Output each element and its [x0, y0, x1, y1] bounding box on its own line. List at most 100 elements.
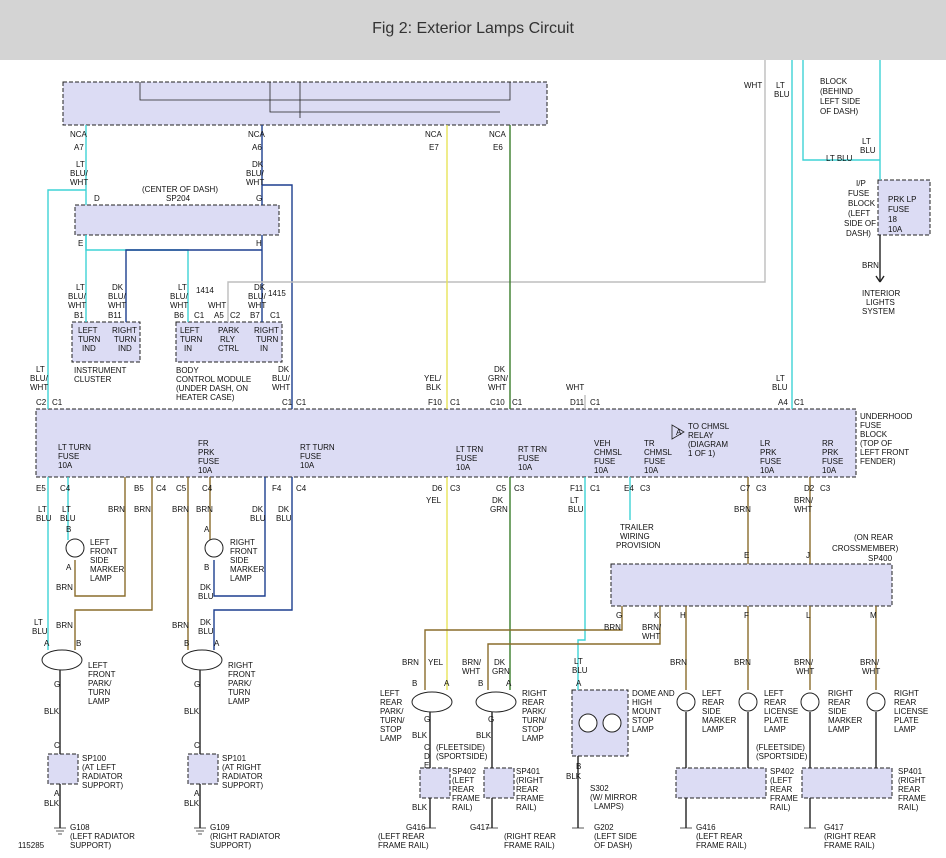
svg-text:B: B	[66, 525, 71, 534]
wire-lt-blu-wht-2	[47, 189, 86, 409]
svg-text:NCA: NCA	[425, 130, 443, 139]
wire-lt-blu-left-front	[47, 477, 69, 650]
svg-text:TR: TR	[644, 439, 655, 448]
svg-text:YEL/: YEL/	[424, 374, 442, 383]
svg-text:LAMP: LAMP	[228, 697, 250, 706]
svg-text:BLK: BLK	[412, 731, 428, 740]
svg-text:LEFT: LEFT	[764, 689, 784, 698]
svg-text:REAR: REAR	[380, 698, 402, 707]
svg-text:G417: G417	[470, 823, 490, 832]
svg-text:LEFT FRONT: LEFT FRONT	[860, 448, 909, 457]
svg-text:SIDE: SIDE	[828, 707, 847, 716]
svg-text:H: H	[256, 239, 262, 248]
svg-text:PLATE: PLATE	[764, 716, 789, 725]
svg-text:C3: C3	[756, 484, 767, 493]
svg-text:SP400: SP400	[868, 554, 893, 563]
svg-text:FUSE: FUSE	[888, 205, 909, 214]
svg-text:LT: LT	[76, 160, 85, 169]
svg-text:C1: C1	[282, 398, 293, 407]
splice-sp400	[610, 563, 893, 607]
svg-text:NCA: NCA	[489, 130, 507, 139]
svg-text:A: A	[66, 563, 72, 572]
svg-text:B: B	[576, 762, 581, 771]
svg-text:1 OF 1): 1 OF 1)	[688, 449, 715, 458]
svg-text:BRN/: BRN/	[462, 658, 482, 667]
svg-text:E5: E5	[36, 484, 46, 493]
svg-text:DASH): DASH)	[846, 229, 871, 238]
svg-text:FUSE: FUSE	[198, 457, 219, 466]
svg-text:10A: 10A	[198, 466, 213, 475]
svg-text:TURN/: TURN/	[380, 716, 405, 725]
svg-text:SIDE: SIDE	[90, 556, 109, 565]
svg-text:DK: DK	[494, 365, 506, 374]
svg-text:LAMP: LAMP	[90, 574, 112, 583]
svg-text:K: K	[654, 611, 660, 620]
svg-text:I/P: I/P	[856, 179, 866, 188]
svg-text:E: E	[744, 551, 749, 560]
svg-text:B: B	[76, 639, 81, 648]
svg-text:C1: C1	[450, 398, 461, 407]
svg-text:WHT: WHT	[488, 383, 506, 392]
svg-text:RR: RR	[822, 439, 834, 448]
svg-text:FUSE: FUSE	[594, 457, 615, 466]
svg-text:LT: LT	[178, 283, 187, 292]
svg-text:FRAME: FRAME	[516, 794, 544, 803]
wire-dk-blu-right-front	[213, 477, 293, 650]
svg-text:(TOP OF: (TOP OF	[860, 439, 892, 448]
svg-text:D11: D11	[570, 398, 585, 407]
svg-text:C3: C3	[514, 484, 525, 493]
svg-text:BRN: BRN	[56, 583, 73, 592]
svg-text:B: B	[204, 563, 209, 572]
wire-blk-rear-right	[685, 712, 877, 828]
svg-text:C4: C4	[60, 484, 71, 493]
svg-text:PARK/: PARK/	[380, 707, 404, 716]
svg-text:RIGHT: RIGHT	[228, 661, 253, 670]
svg-text:BLU: BLU	[60, 514, 76, 523]
svg-text:F: F	[744, 611, 749, 620]
svg-text:RAIL): RAIL)	[516, 803, 537, 812]
relay-arrow-icon	[671, 424, 685, 440]
svg-text:NCA: NCA	[70, 130, 88, 139]
svg-text:SP204: SP204	[166, 194, 191, 203]
svg-text:BRN: BRN	[56, 621, 73, 630]
svg-text:G108: G108	[70, 823, 90, 832]
svg-text:LIGHTS: LIGHTS	[866, 298, 895, 307]
svg-text:B7: B7	[250, 311, 260, 320]
svg-text:LAMP: LAMP	[894, 725, 916, 734]
svg-text:A: A	[204, 525, 210, 534]
right-front-marker-lamp-symbol	[204, 538, 224, 558]
ip-fuse-block	[877, 179, 931, 236]
left-rear-stop-lamp-symbol	[411, 691, 453, 713]
svg-text:RAIL): RAIL)	[770, 803, 791, 812]
svg-text:BLK: BLK	[44, 799, 60, 808]
svg-text:RIGHT: RIGHT	[522, 689, 547, 698]
svg-text:LAMPS): LAMPS)	[594, 802, 624, 811]
svg-text:REAR: REAR	[764, 698, 786, 707]
svg-text:SP101: SP101	[222, 754, 247, 763]
svg-text:MARKER: MARKER	[230, 565, 264, 574]
svg-text:DK: DK	[494, 658, 506, 667]
svg-text:10A: 10A	[58, 461, 73, 470]
svg-text:TURN: TURN	[114, 335, 136, 344]
svg-text:BRN: BRN	[604, 623, 621, 632]
svg-text:(SPORTSIDE): (SPORTSIDE)	[756, 752, 808, 761]
svg-text:LT: LT	[34, 618, 43, 627]
svg-text:BLU: BLU	[250, 514, 266, 523]
svg-text:DK: DK	[112, 283, 124, 292]
svg-text:TURN/: TURN/	[522, 716, 547, 725]
svg-text:LAMP: LAMP	[702, 725, 724, 734]
svg-text:L: L	[806, 611, 811, 620]
svg-text:H: H	[680, 611, 686, 620]
svg-text:BLU: BLU	[774, 90, 790, 99]
svg-text:MARKER: MARKER	[828, 716, 862, 725]
svg-text:WHT: WHT	[108, 301, 126, 310]
wire-dk-blu-wht-2	[262, 184, 293, 409]
svg-text:LT: LT	[76, 283, 85, 292]
rr-plate-lamp-symbol	[866, 692, 886, 712]
svg-text:BRN: BRN	[196, 505, 213, 514]
svg-text:C10: C10	[490, 398, 505, 407]
middle-labels: YEL DK GRN LT BLU TRAILER WIRING PROVISI…	[426, 496, 661, 675]
svg-text:FUSE: FUSE	[848, 189, 869, 198]
svg-text:TURN: TURN	[256, 335, 278, 344]
svg-text:C3: C3	[450, 484, 461, 493]
